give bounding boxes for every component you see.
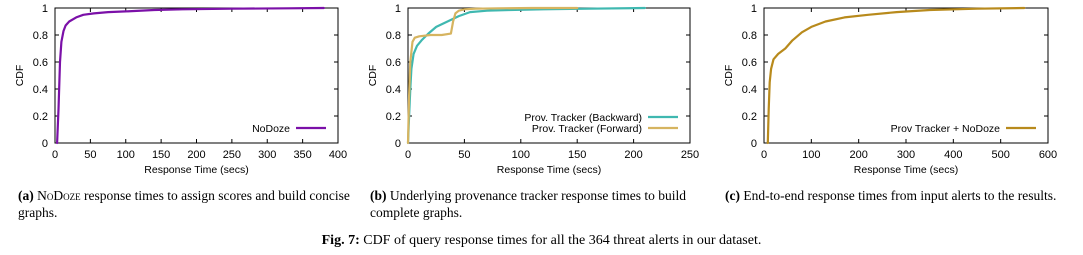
x-axis-label: Response Time (secs) [497, 164, 601, 176]
caption-a-text: response times to assign scores and buil… [18, 188, 350, 220]
y-tick-label: 0.2 [33, 111, 48, 123]
legend-label-1: Prov. Tracker (Backward) [524, 112, 642, 124]
figure-caption-label: Fig. 7: [321, 233, 360, 248]
caption-a: (a) NoDoze response times to assign scor… [18, 187, 353, 221]
figure-caption: Fig. 7: CDF of query response times for … [0, 233, 1083, 249]
y-tick-label: 0.4 [386, 84, 401, 96]
y-tick-label: 0.8 [33, 30, 48, 42]
x-tick-label: 100 [512, 149, 530, 161]
y-tick-label: 0 [751, 138, 757, 150]
series-line-1 [766, 6, 1026, 145]
x-tick-label: 200 [624, 149, 642, 161]
x-tick-label: 0 [761, 149, 767, 161]
x-tick-label: 350 [293, 149, 311, 161]
legend-label-1: NoDoze [252, 123, 290, 135]
x-tick-label: 0 [52, 149, 58, 161]
y-tick-label: 1 [395, 3, 401, 15]
y-tick-label: 0.6 [742, 57, 757, 69]
x-tick-label: 400 [944, 149, 962, 161]
x-tick-label: 100 [802, 149, 820, 161]
chart-a: 0 50 100 150 200 250 300 350 400 0 0.2 0.4 0.6 0.8 1Re… [14, 3, 347, 176]
y-tick-label: 0 [395, 138, 401, 150]
x-tick-label: 300 [258, 149, 276, 161]
x-tick-label: 0 [405, 149, 411, 161]
y-tick-label: 0.8 [386, 30, 401, 42]
y-axis-label: CDF [14, 65, 26, 87]
y-tick-label: 0.8 [742, 30, 757, 42]
caption-c-text: End-to-end response times from input ale… [743, 188, 1057, 203]
y-tick-label: 0.6 [33, 57, 48, 69]
y-tick-label: 0.2 [742, 111, 757, 123]
series-line-2 [406, 6, 579, 145]
x-axis-label: Response Time (secs) [854, 164, 958, 176]
x-tick-label: 100 [117, 149, 135, 161]
x-tick-label: 150 [568, 149, 586, 161]
caption-b: (b) Underlying provenance tracker respon… [370, 187, 710, 221]
x-tick-label: 50 [458, 149, 470, 161]
y-tick-label: 0.4 [742, 84, 757, 96]
y-tick-label: 0.4 [33, 84, 48, 96]
x-tick-label: 600 [1039, 149, 1057, 161]
caption-c-label: (c) [725, 188, 740, 203]
x-tick-label: 300 [897, 149, 915, 161]
x-tick-label: 150 [152, 149, 170, 161]
x-tick-label: 400 [329, 149, 347, 161]
caption-b-label: (b) [370, 188, 387, 203]
y-tick-label: 0.6 [386, 57, 401, 69]
x-tick-label: 250 [681, 149, 699, 161]
y-axis-label: CDF [723, 65, 735, 87]
x-tick-label: 200 [849, 149, 867, 161]
legend-label-2: Prov. Tracker (Forward) [532, 123, 642, 135]
y-tick-label: 1 [42, 3, 48, 15]
x-axis-label: Response Time (secs) [144, 164, 248, 176]
caption-b-text: Underlying provenance tracker response t… [370, 188, 687, 220]
y-tick-label: 0 [42, 138, 48, 150]
series-line-1 [406, 6, 647, 145]
y-tick-label: 0.2 [386, 111, 401, 123]
chart-c: 0 100 200 300 400 500 600 0 0.2 0.4 0.6 0.8 1Respons… [723, 3, 1057, 176]
legend-label-1: Prov Tracker + NoDoze [891, 123, 1001, 135]
x-tick-label: 250 [223, 149, 241, 161]
y-axis-label: CDF [367, 65, 379, 87]
caption-c: (c) End-to-end response times from input… [725, 187, 1070, 204]
x-tick-label: 200 [187, 149, 205, 161]
x-tick-label: 500 [991, 149, 1009, 161]
x-tick-label: 50 [84, 149, 96, 161]
y-tick-label: 1 [751, 3, 757, 15]
figure-caption-text: CDF of query response times for all the … [363, 233, 762, 248]
series-line-1 [55, 6, 325, 145]
caption-a-label: (a) [18, 188, 34, 203]
caption-a-smallcaps: NoDoze [37, 188, 81, 203]
